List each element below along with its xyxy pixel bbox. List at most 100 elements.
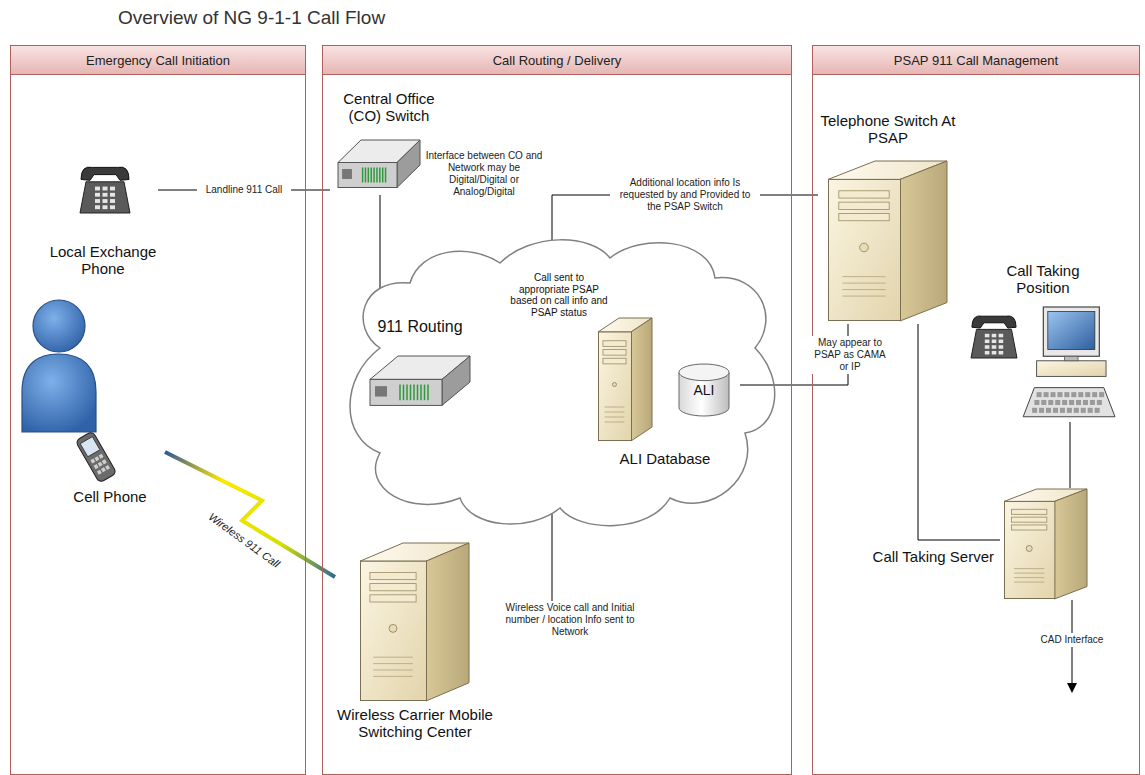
keyboard-key [1071, 392, 1076, 397]
switch-port [417, 385, 419, 401]
tower-front [599, 332, 632, 441]
node-label: Call Taking Server [858, 548, 994, 565]
switch-port [424, 385, 426, 401]
switch-icon [370, 356, 470, 408]
cpu-box [1037, 361, 1106, 377]
keyboard [1023, 388, 1115, 417]
tower-front [829, 179, 901, 320]
switch-panel [342, 169, 352, 179]
cylinder-top [679, 364, 729, 381]
cell-key [102, 459, 107, 464]
person-body [22, 354, 96, 432]
phone-key [992, 351, 997, 355]
node-label: ALI [678, 382, 730, 398]
switch-port [370, 168, 372, 183]
keyboard-key [1046, 408, 1051, 413]
switch-front [338, 163, 397, 188]
vent-line [605, 417, 625, 418]
tower-front [361, 561, 427, 700]
person-head [33, 300, 85, 352]
keyboard-key [1062, 400, 1067, 405]
vent-line [373, 676, 413, 677]
power-button [860, 243, 869, 252]
vent-line [1014, 568, 1044, 569]
monitor-frame [1043, 307, 1099, 356]
keyboard-key [1076, 400, 1081, 405]
vent-line [1014, 582, 1044, 583]
cell-key [97, 470, 102, 475]
keyboard-key [1053, 408, 1058, 413]
switch-port [376, 168, 378, 183]
tower-side [900, 161, 947, 321]
switch-port [406, 385, 408, 401]
switch-port [362, 168, 364, 183]
switch-port [413, 385, 415, 401]
keyboard-key [1085, 392, 1090, 397]
lane-header: PSAP 911 Call Management [813, 46, 1139, 75]
keyboard-key [1088, 408, 1093, 413]
tower-side [426, 543, 469, 701]
node-label: ALI Database [590, 450, 740, 467]
icon-holder [370, 356, 470, 408]
database-node: ALI ALI Database [590, 312, 740, 472]
vent-line [842, 283, 885, 284]
server-tower [598, 317, 653, 442]
node-label: 911 Routing [360, 318, 480, 336]
wireless-link [165, 452, 335, 577]
cell-key [105, 465, 110, 470]
drive-bay [839, 191, 889, 198]
phone-key [110, 205, 115, 209]
connector-label: Landline 911 Call [197, 183, 291, 197]
keyboard-key [1037, 392, 1042, 397]
keyboard-key [1064, 392, 1069, 397]
switch-port [382, 168, 384, 183]
keyboard-key [1057, 392, 1062, 397]
cad-arrowhead [1067, 683, 1077, 693]
phone-key [985, 345, 990, 349]
lane-header: Emergency Call Initiation [11, 46, 305, 75]
cell-phone-node: Cell Phone [55, 430, 165, 510]
keyboard-key [1099, 392, 1104, 397]
keyboard-key [1044, 392, 1049, 397]
vent-line [605, 422, 625, 423]
connector-label: May appear to PSAP as CAMA or IP [811, 336, 889, 374]
phone-key [95, 187, 100, 191]
node-label: Central Office (CO) Switch [330, 90, 448, 125]
switch-side [397, 140, 420, 188]
keyboard-key [1097, 400, 1102, 405]
connector-label: Additional location info Is requested by… [610, 176, 760, 214]
monitor-screen [1048, 311, 1095, 349]
keyboard-key [1078, 392, 1083, 397]
drive-bay [1012, 517, 1047, 522]
node-label: Call Taking Position [978, 262, 1108, 297]
switch-port [410, 385, 412, 401]
drive-bay [839, 202, 889, 209]
drive-bay [603, 358, 626, 364]
keyboard-key [1034, 400, 1039, 405]
keyboard-key [1092, 392, 1097, 397]
phone-key [95, 199, 100, 203]
icon-holder [360, 542, 470, 702]
cell-body [75, 431, 117, 483]
icon-holder [71, 430, 121, 484]
keyboard-key [1090, 400, 1095, 405]
vent-line [842, 296, 885, 297]
switch-port [427, 385, 429, 401]
phone-handset [972, 316, 1016, 328]
server-node: Wireless Carrier Mobile Switching Center [335, 542, 495, 770]
connector-line [380, 195, 381, 288]
switch-front [370, 379, 442, 405]
switch-port [365, 168, 367, 183]
phone-key [103, 205, 108, 209]
computer-icon [1003, 307, 1115, 419]
phone-key [110, 199, 115, 203]
drive-bay [1012, 509, 1047, 514]
node-label: Local Exchange Phone [48, 243, 158, 278]
vent-line [373, 657, 413, 658]
phone-key [999, 340, 1004, 344]
phone-key [992, 334, 997, 338]
keyboard-key [1074, 408, 1079, 413]
keyboard-key [1041, 400, 1046, 405]
